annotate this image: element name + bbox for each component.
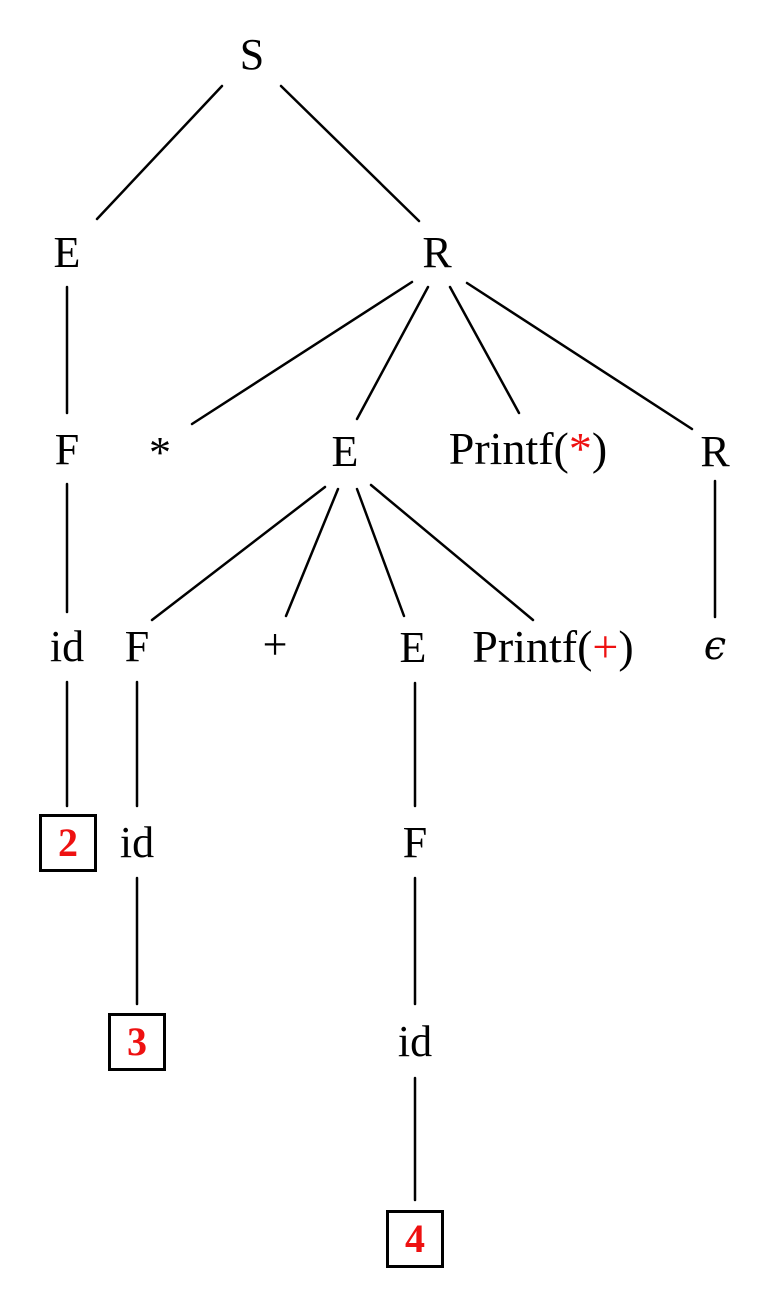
tree-node-id-2: id	[119, 818, 155, 867]
tree-node-plus: +	[262, 620, 288, 669]
printf-plus-prefix: Printf(	[472, 621, 593, 672]
edge-e2-e3	[355, 487, 406, 618]
tree-node-star: *	[149, 428, 171, 477]
tree-node-id-3: id	[397, 1017, 433, 1066]
tree-node-F-left: F	[54, 425, 80, 474]
edge-s-r1	[279, 84, 421, 223]
boxed-value-4-label: 4	[405, 1216, 425, 1261]
boxed-value-2: 2	[39, 814, 97, 872]
edge-e2-f2	[150, 485, 327, 622]
tree-node-S-root: S	[239, 30, 265, 79]
edge-r1-e2	[355, 285, 430, 421]
printf-plus-symbol: +	[592, 621, 619, 672]
boxed-value-3-label: 3	[127, 1019, 147, 1064]
edge-r1-printfstar	[448, 285, 521, 415]
tree-node-printf-star: Printf(*)	[449, 426, 607, 472]
printf-star-prefix: Printf(	[448, 423, 569, 474]
boxed-value-2-label: 2	[58, 820, 78, 865]
tree-node-F-inner: F	[402, 818, 428, 867]
tree-node-E-middle: E	[331, 427, 359, 476]
tree-node-F-middle: F	[124, 622, 150, 671]
tree-node-R-lower: R	[700, 427, 730, 476]
tree-node-printf-plus: Printf(+)	[472, 624, 633, 670]
printf-star-symbol: *	[568, 423, 592, 474]
boxed-value-3: 3	[108, 1013, 166, 1071]
printf-plus-suffix: )	[618, 621, 634, 672]
tree-node-id-1: id	[49, 622, 85, 671]
edge-r1-r2	[465, 281, 694, 431]
edge-e2-printfplus	[369, 483, 535, 622]
edge-e2-plus	[284, 487, 340, 618]
edge-r1-star	[190, 280, 414, 426]
tree-node-epsilon: ϵ	[703, 623, 727, 669]
boxed-value-4: 4	[386, 1210, 444, 1268]
tree-node-E-left: E	[53, 228, 81, 277]
printf-star-suffix: )	[591, 423, 608, 474]
tree-node-R-upper: R	[422, 228, 452, 277]
edge-s-e1	[95, 84, 224, 221]
tree-node-E-inner: E	[399, 623, 427, 672]
